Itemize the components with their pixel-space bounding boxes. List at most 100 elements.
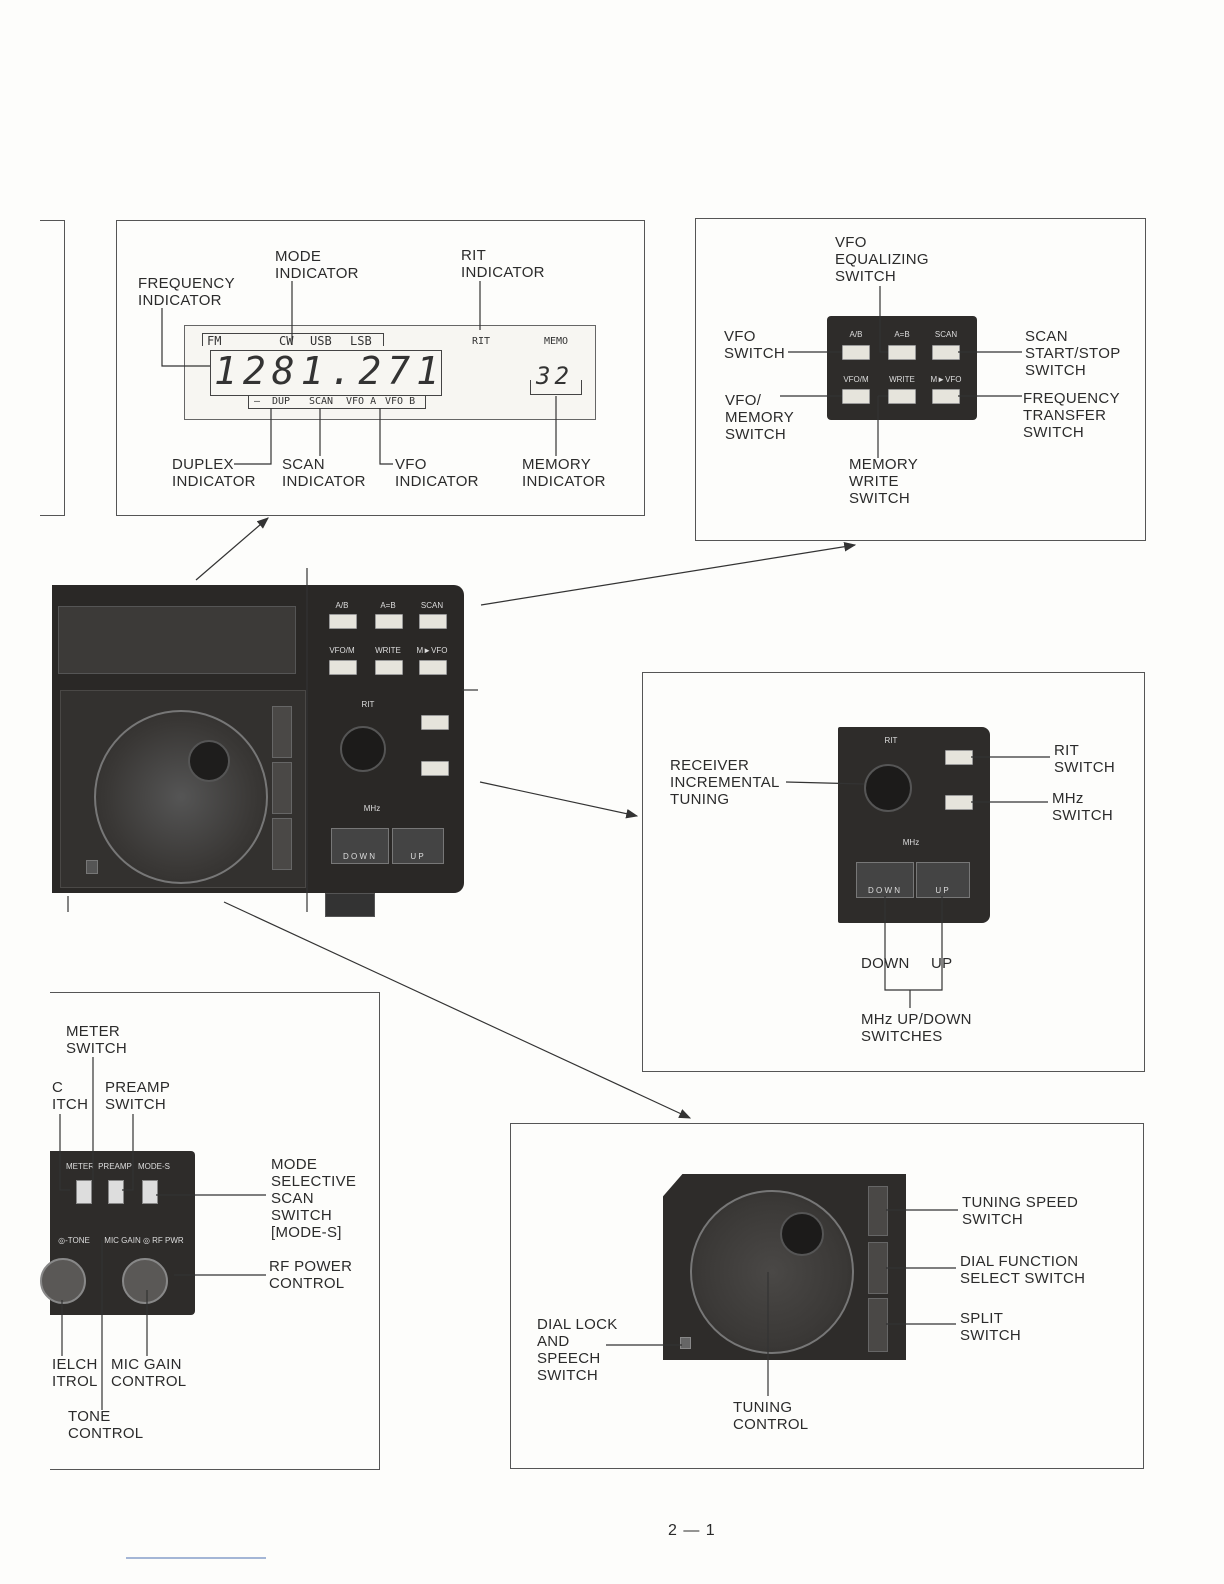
vfo-btn-label-write: WRITE: [889, 375, 915, 384]
radio-scan-button[interactable]: [419, 614, 447, 629]
tuning-dial[interactable]: [690, 1190, 854, 1354]
radio-up-label: U P: [410, 852, 424, 861]
radio-mhz-button[interactable]: [421, 761, 449, 776]
radio-down-label: D O W N: [343, 852, 375, 861]
radio-down-button[interactable]: [331, 828, 389, 864]
rit-panel-mhz-label: MHz: [902, 838, 920, 847]
tuning-speed-button[interactable]: [868, 1186, 888, 1236]
mode-s-switch-button[interactable]: [142, 1180, 158, 1204]
panel-meter-label: METER: [66, 1162, 94, 1171]
lcd-memo: MEMO: [544, 336, 569, 347]
vfo-btn-label-aeqb: A=B: [894, 330, 910, 339]
rit-up-button[interactable]: [916, 862, 970, 898]
preamp-switch-button[interactable]: [108, 1180, 124, 1204]
lcd-bottom-bracket: [248, 396, 426, 409]
radio-ab-button[interactable]: [329, 614, 357, 629]
lcd-frequency: 1281.271: [214, 349, 446, 393]
rit-panel-down-label: D O W N: [868, 886, 900, 895]
radio-dfs-button[interactable]: [272, 762, 292, 814]
radio-lock-button[interactable]: [86, 860, 98, 874]
lcd-frequency-frame: [210, 350, 442, 396]
rit-panel-up-label: U P: [935, 886, 949, 895]
panel-preamp-label: PREAMP: [98, 1162, 132, 1171]
meter-switch-button[interactable]: [76, 1180, 92, 1204]
radio-aeqb-button[interactable]: [375, 614, 403, 629]
split-button[interactable]: [868, 1298, 888, 1352]
lcd-scan: SCAN: [309, 396, 334, 407]
radio-btn-label-vfom: VFO/M: [329, 646, 355, 655]
vfo-btn-label-vfom: VFO/M: [843, 375, 869, 384]
radio-rit-label: RIT: [361, 700, 375, 709]
radio-btn-label-write: WRITE: [375, 646, 401, 655]
lcd-memory-bracket: [530, 380, 582, 395]
radio-btn-label-aeqb: A=B: [380, 601, 396, 610]
lcd-fm: FM: [207, 334, 222, 348]
lcd-dup: DUP: [272, 396, 291, 407]
panel-tone-label: ◎-TONE: [58, 1236, 90, 1245]
radio-ts-button[interactable]: [272, 706, 292, 758]
memory-write-button[interactable]: [888, 389, 916, 404]
vfo-equalizing-button[interactable]: [888, 345, 916, 360]
dial-finger-knob[interactable]: [780, 1212, 824, 1256]
lcd-usb: USB: [310, 334, 332, 348]
radio-mvfo-button[interactable]: [419, 660, 447, 675]
radio-main-display: [58, 606, 296, 674]
far-left-box-edge: [40, 220, 65, 516]
mic-gain-knob[interactable]: [122, 1258, 168, 1304]
lcd-cw: CW: [279, 334, 294, 348]
vfo-btn-label-scan: SCAN: [934, 330, 958, 339]
vfo-memory-button[interactable]: [842, 389, 870, 404]
radio-split-button[interactable]: [272, 818, 292, 870]
radio-mhz-label: MHz: [363, 804, 381, 813]
radio-up-button[interactable]: [392, 828, 444, 864]
lcd-memory-channel: 32: [536, 362, 573, 390]
radio-write-button[interactable]: [375, 660, 403, 675]
page-number: 2 — 1: [668, 1522, 716, 1539]
tone-knob[interactable]: [40, 1258, 86, 1304]
radio-rit-knob[interactable]: [340, 726, 386, 772]
radio-btn-label-ab: A/B: [335, 601, 349, 610]
radio-vfom-button[interactable]: [329, 660, 357, 675]
rit-knob[interactable]: [864, 764, 912, 812]
rit-down-button[interactable]: [856, 862, 914, 898]
lcd-vfo-a: VFO A: [346, 396, 377, 407]
lcd-lsb: LSB: [350, 334, 372, 348]
radio-main-dial[interactable]: [94, 710, 268, 884]
vfo-btn-label-mvfo: M►VFO: [930, 375, 962, 384]
lcd-rit: RIT: [472, 336, 491, 347]
radio-dial-finger-knob[interactable]: [188, 740, 230, 782]
radio-btn-label-mvfo: M►VFO: [416, 646, 448, 655]
lcd-display: [184, 325, 596, 420]
vfo-switch-button[interactable]: [842, 345, 870, 360]
dial-lock-button[interactable]: [680, 1337, 691, 1349]
vfo-btn-label-ab: A/B: [849, 330, 863, 339]
radio-rit-button[interactable]: [421, 715, 449, 730]
radio-btn-label-scan: SCAN: [420, 601, 444, 610]
lcd-vfo-b: VFO B: [385, 396, 416, 407]
